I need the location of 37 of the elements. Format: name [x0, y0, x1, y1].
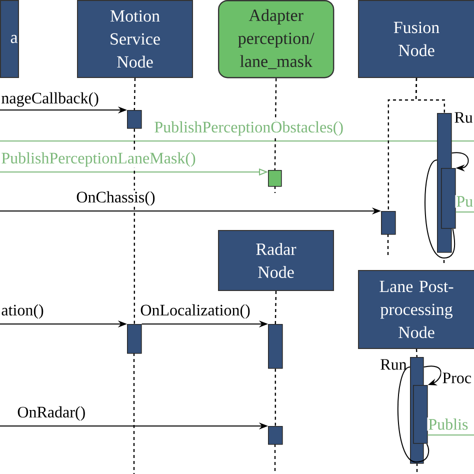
edge-label: Proc [441, 372, 473, 384]
adapter-box: Adapter perception/ lane_mask [218, 0, 334, 78]
lifeline [274, 78, 277, 170]
self-call-arrow [423, 366, 442, 386]
loop-curve [398, 366, 430, 462]
edge-label: OnChassis() [75, 190, 156, 207]
activation-bar [127, 110, 142, 129]
activation-bar [268, 170, 282, 187]
activation-bar [381, 211, 396, 235]
lifeline-box: a [0, 0, 19, 78]
lifeline-box: Motion Service Node [77, 0, 193, 78]
activation-bar [441, 168, 456, 229]
run-label: Ru [454, 112, 473, 123]
edge-label: OnRadar() [16, 405, 87, 422]
activation-bar [413, 385, 428, 444]
edge-label: PublishPerceptionObstacles() [153, 120, 344, 137]
lifeline [134, 78, 136, 110]
activation-bar [268, 324, 283, 369]
lifeline [134, 128, 135, 324]
lifeline [274, 291, 277, 324]
run-label: Run [380, 359, 407, 370]
lifeline [415, 78, 445, 113]
lifeline-box: Fusion Node [358, 0, 474, 78]
edge-label: ation() [0, 303, 45, 320]
edge-label: Publis [427, 418, 470, 431]
lifeline [274, 368, 276, 426]
activation-bar [127, 324, 142, 354]
edge-label: Pu [455, 195, 474, 208]
edge-label: PublishPerceptionLaneMask() [0, 151, 197, 168]
lifeline-box: Radar Node [218, 230, 334, 291]
edge-label: nageCallback() [0, 91, 100, 108]
self-call-arrow [451, 152, 469, 172]
activation-bar [268, 426, 283, 445]
loop-curve [424, 160, 456, 258]
edge-label: OnLocalization() [139, 303, 252, 320]
lifeline [416, 348, 418, 358]
lifeline-box: Lane Post-processing Node [358, 270, 474, 349]
